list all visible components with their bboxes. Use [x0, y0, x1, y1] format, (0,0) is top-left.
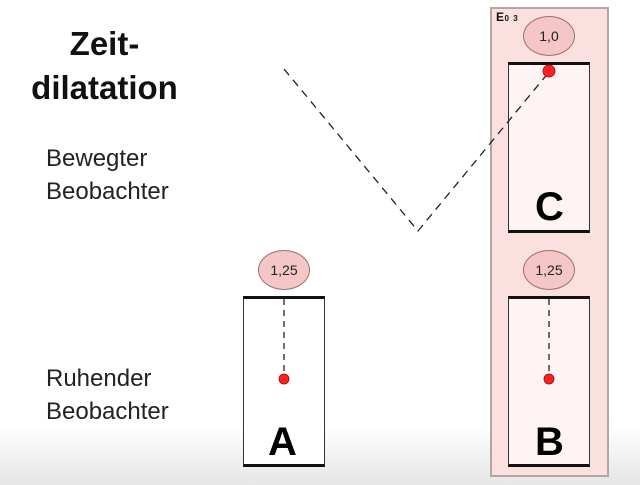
clock-reading-c: 1,0 [523, 16, 575, 56]
clock-reading-b: 1,25 [523, 250, 575, 290]
moving-label-line-1: Bewegter [46, 145, 148, 172]
clock-reading-a: 1,25 [258, 250, 310, 290]
clock-letter-a: A [268, 420, 297, 464]
clock-letter-b: B [535, 420, 564, 464]
resting-label-line-2: Beobachter [46, 398, 169, 425]
moving-observer-label: Bewegter Beobachter [46, 142, 169, 208]
title-line-1: Zeit- [69, 25, 140, 62]
resting-observer-label: Ruhender Beobachter [46, 362, 169, 428]
page-title: Zeit- dilatation [22, 22, 187, 110]
title-line-2: dilatation [31, 69, 178, 106]
frame-label-sub: 0 3 [504, 14, 519, 23]
frame-label-main: E [496, 10, 505, 24]
moving-label-line-2: Beobachter [46, 178, 169, 205]
light-path-diagonal [283, 68, 550, 233]
photon-a [278, 373, 290, 385]
photon-b [543, 373, 555, 385]
frame-label: E0 3 [496, 10, 519, 24]
resting-label-line-1: Ruhender [46, 365, 152, 392]
clock-letter-c: C [535, 185, 564, 229]
photon-c [542, 64, 556, 78]
light-clock-c [508, 62, 590, 233]
